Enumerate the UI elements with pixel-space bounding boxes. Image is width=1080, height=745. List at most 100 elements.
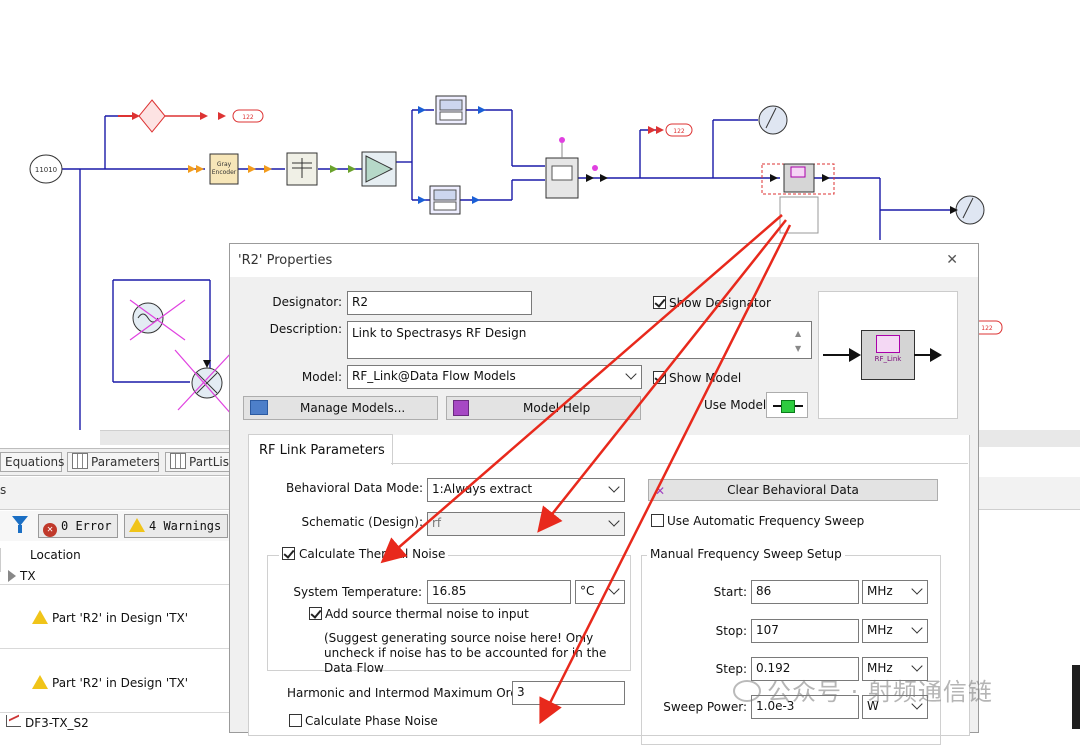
description-field[interactable]: Link to Spectrasys RF Design: [347, 321, 812, 359]
list-item[interactable]: Part 'R2' in Design 'TX': [32, 675, 188, 690]
use-model-button[interactable]: [766, 392, 808, 418]
rf-link-preview-block: RF_Link: [861, 330, 915, 380]
manage-models-label: Manage Models...: [300, 401, 406, 415]
calc-thermal-checkbox[interactable]: [282, 547, 295, 560]
clear-behavioral-button[interactable]: ✕ Clear Behavioral Data: [648, 479, 938, 501]
meter-top[interactable]: [758, 105, 788, 135]
calc-phase-noise-label: Calculate Phase Noise: [305, 714, 438, 728]
errors-button[interactable]: ✕0 Error: [38, 514, 118, 538]
temp-unit-select[interactable]: °C: [575, 580, 625, 604]
scroll-up-icon[interactable]: ▲: [795, 329, 802, 338]
iq-combiner-block[interactable]: [545, 137, 598, 199]
harmonic-order-label: Harmonic and Intermod Maximum Order:: [287, 686, 535, 700]
suggest-note: (Suggest generating source noise here! O…: [324, 631, 607, 675]
add-source-noise-label: Add source thermal noise to input: [325, 607, 529, 621]
list-item[interactable]: Part 'R2' in Design 'TX': [32, 610, 188, 625]
port-tag-mid[interactable]: 122: [648, 123, 693, 137]
rf-link-preview-label: RF_Link: [874, 355, 902, 363]
warning-icon: [32, 610, 48, 624]
auto-freq-sweep-checkbox[interactable]: [651, 514, 664, 527]
modulator-block[interactable]: [361, 151, 397, 187]
svg-text:11010: 11010: [35, 166, 57, 174]
filter-block-bottom[interactable]: [429, 185, 461, 215]
start-unit-select[interactable]: MHz: [862, 580, 928, 604]
sys-temp-label: System Temperature:: [293, 585, 422, 599]
svg-text:122: 122: [673, 128, 685, 135]
mixer-block[interactable]: [174, 349, 233, 416]
gray-encoder-block[interactable]: Gray Encoder: [209, 153, 239, 185]
calc-phase-noise-checkbox[interactable]: [289, 714, 302, 727]
manage-models-button[interactable]: Manage Models...: [243, 396, 438, 420]
warning-icon: [32, 675, 48, 689]
errors-label: 0 Error: [61, 519, 112, 533]
clear-x-icon: ✕: [655, 484, 666, 498]
chevron-down-icon: [608, 515, 620, 527]
list-item[interactable]: DF3-TX_S2: [6, 714, 89, 730]
sweep-power-unit-select[interactable]: W: [862, 695, 928, 719]
tab-equations[interactable]: Equations: [0, 452, 64, 472]
scroll-down-icon[interactable]: ▼: [795, 344, 802, 353]
step-unit-select[interactable]: MHz: [862, 657, 928, 681]
show-designator-label: Show Designator: [669, 296, 771, 310]
designator-field[interactable]: R2: [347, 291, 532, 315]
svg-text:Encoder: Encoder: [212, 169, 237, 176]
bit-source-block[interactable]: 11010: [29, 154, 63, 184]
start-label: Start:: [713, 585, 747, 599]
thermal-noise-group-header: Calculate Thermal Noise: [279, 547, 449, 561]
tree-root[interactable]: TX: [8, 569, 36, 583]
tab-rf-link-label: RF Link Parameters: [259, 443, 385, 458]
graph-icon: [6, 714, 21, 728]
use-model-label: Use Model: [704, 398, 767, 412]
tab-partlist[interactable]: PartLis: [165, 452, 235, 472]
meter-right[interactable]: [955, 195, 985, 225]
splitter-diamond-block[interactable]: [118, 99, 226, 133]
model-select[interactable]: RF_Link@Data Flow Models: [347, 365, 642, 389]
preview-output-arrow-icon: [930, 348, 942, 362]
expand-arrow-icon[interactable]: [8, 570, 16, 582]
port-tag[interactable]: 122: [232, 109, 264, 123]
tab-parameters[interactable]: Parameters: [67, 452, 160, 472]
model-help-button[interactable]: Model Help: [446, 396, 641, 420]
messages-list: Location TX Part 'R2' in Design 'TX' Par…: [0, 542, 232, 730]
harmonic-order-field[interactable]: 3: [512, 681, 625, 705]
oscillator-block[interactable]: [129, 299, 186, 341]
show-designator-checkbox[interactable]: [653, 296, 666, 309]
model-label: Model:: [301, 370, 342, 384]
stop-unit-value: MHz: [867, 623, 893, 637]
auto-freq-sweep-label: Use Automatic Frequency Sweep: [667, 514, 865, 528]
sys-temp-field[interactable]: 16.85: [427, 580, 571, 604]
show-model-checkbox[interactable]: [653, 371, 666, 384]
partlist-grid-icon: [170, 453, 186, 469]
rf-link-schematic-block[interactable]: [761, 163, 835, 234]
step-unit-value: MHz: [867, 661, 893, 675]
stop-unit-select[interactable]: MHz: [862, 619, 928, 643]
temp-unit-value: °C: [580, 584, 595, 598]
schematic-design-label: Schematic (Design):: [301, 515, 423, 529]
behavioral-mode-select[interactable]: 1:Always extract: [427, 478, 625, 502]
tab-rf-link[interactable]: RF Link Parameters: [248, 434, 393, 465]
rf-link-symbol-icon: [876, 335, 900, 353]
stop-field[interactable]: 107: [751, 619, 859, 643]
svg-text:122: 122: [981, 325, 993, 332]
wechat-icon: [733, 680, 761, 702]
sweep-power-unit-value: W: [867, 699, 879, 713]
clear-behavioral-label: Clear Behavioral Data: [727, 483, 859, 497]
filter-block-top[interactable]: [435, 95, 467, 125]
filter-icon[interactable]: [12, 516, 28, 526]
behavioral-mode-value: 1:Always extract: [432, 482, 533, 496]
start-field[interactable]: 86: [751, 580, 859, 604]
chevron-down-icon: [608, 481, 620, 493]
schematic-design-select[interactable]: rf: [427, 512, 625, 536]
schematic-design-value: rf: [432, 516, 442, 530]
warnings-button[interactable]: 4 Warnings: [124, 514, 228, 538]
mapper-block[interactable]: [286, 152, 318, 186]
close-icon[interactable]: ✕: [946, 252, 958, 268]
calc-thermal-label: Calculate Thermal Noise: [299, 547, 446, 561]
right-dark-edge: [1072, 665, 1080, 729]
column-location[interactable]: Location: [30, 548, 81, 562]
status-label: s: [0, 483, 7, 497]
message-text: Part 'R2' in Design 'TX': [52, 676, 189, 690]
dialog-title-bar[interactable]: 'R2' Properties ✕: [230, 244, 978, 277]
add-source-noise-checkbox[interactable]: [309, 607, 322, 620]
row-divider: [0, 648, 232, 649]
